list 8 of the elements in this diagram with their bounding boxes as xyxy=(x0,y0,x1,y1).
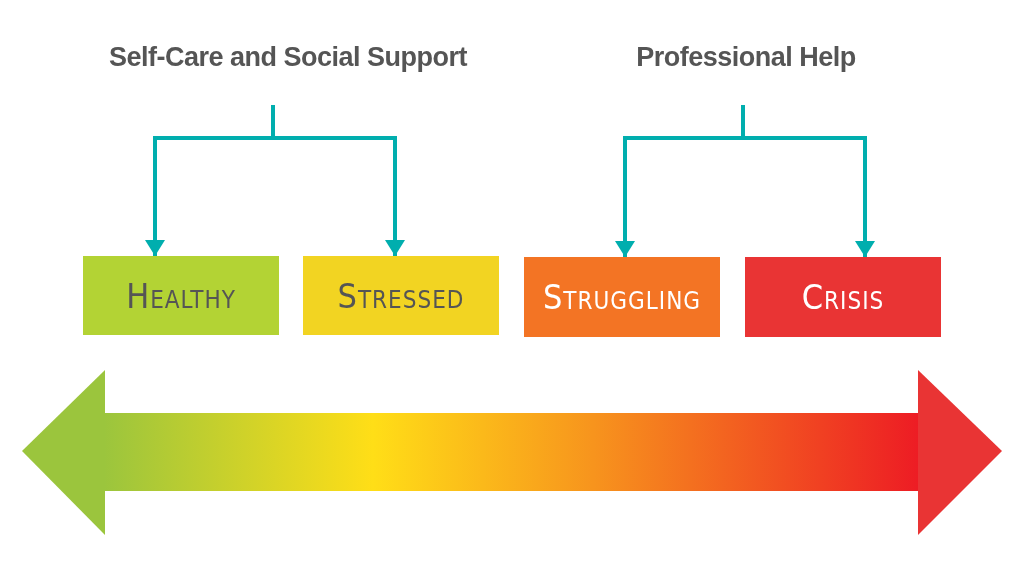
arrow xyxy=(271,105,405,256)
stage-box: Stressed xyxy=(303,256,499,335)
group-heading: Professional Help xyxy=(586,42,906,105)
group-heading: Self-Care and Social Support xyxy=(68,42,508,105)
stage-box: Crisis xyxy=(745,257,941,337)
stage-box: Struggling xyxy=(524,257,720,337)
stage-box: Healthy xyxy=(83,256,279,335)
arrow xyxy=(741,105,875,257)
